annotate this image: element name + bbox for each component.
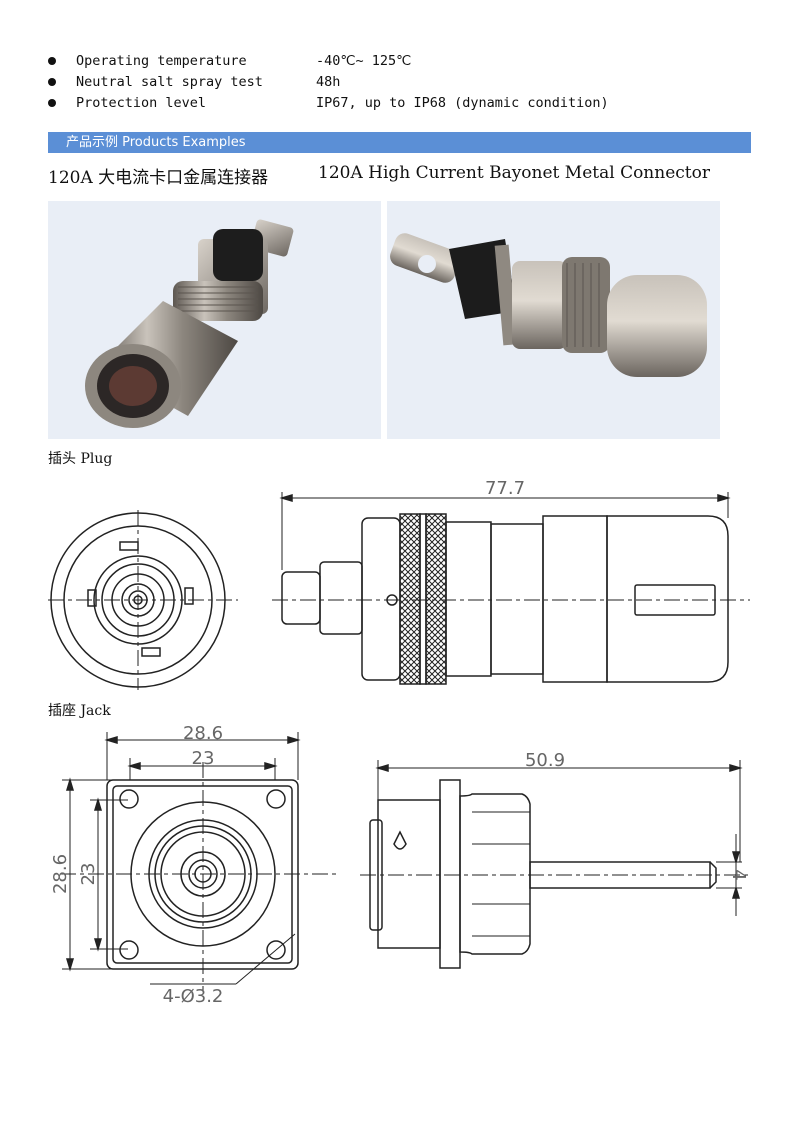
jack-flange-height-dimension: 28.6 [50, 854, 71, 894]
jack-pin-diameter-dimension: 4 [728, 869, 749, 880]
jack-front-view [60, 732, 340, 992]
spec-label: Neutral salt spray test [76, 73, 263, 90]
section-banner: 产品示例 Products Examples [48, 132, 751, 153]
product-photo-plug [48, 201, 381, 439]
jack-flange-width-dimension: 28.6 [183, 723, 223, 744]
plug-length-dimension: 77.7 [485, 478, 525, 499]
spec-label: Operating temperature [76, 52, 247, 69]
plug-front-view [48, 510, 238, 690]
spec-list: Operating temperature -40℃~ 125℃ Neutral… [48, 50, 748, 113]
spec-value: IP67, up to IP68 (dynamic condition) [316, 94, 609, 111]
spec-value: -40℃~ 125℃ [316, 52, 412, 69]
plug-section-label: 插头 Plug [48, 451, 113, 467]
bullet-icon [48, 77, 56, 86]
jack-length-dimension: 50.9 [525, 750, 565, 771]
jack-hole-spacing-dimension: 23 [192, 748, 215, 769]
jack-side-view [360, 760, 750, 969]
product-title-en: 120A High Current Bayonet Metal Connecto… [318, 163, 710, 183]
spec-label: Protection level [76, 94, 207, 111]
product-photo-plug-side [387, 201, 720, 439]
spec-row-salt-spray: Neutral salt spray test 48h [48, 71, 748, 92]
bullet-icon [48, 98, 56, 107]
jack-section-label: 插座 Jack [48, 703, 111, 719]
jack-holes-dimension: 4-Ø3.2 [163, 986, 224, 1007]
bullet-icon [48, 56, 56, 65]
plug-side-view [272, 492, 750, 685]
spec-value: 48h [316, 73, 341, 90]
spec-row-temperature: Operating temperature -40℃~ 125℃ [48, 50, 748, 71]
jack-hole-spacing-vertical-dimension: 23 [78, 863, 99, 886]
plug-drawing: 77.7 [0, 470, 800, 695]
spec-row-protection: Protection level IP67, up to IP68 (dynam… [48, 92, 748, 113]
product-title-cn: 120A 大电流卡口金属连接器 [48, 168, 269, 188]
jack-drawing: 28.6 23 28.6 23 4-Ø3.2 50.9 4 [0, 722, 800, 1022]
